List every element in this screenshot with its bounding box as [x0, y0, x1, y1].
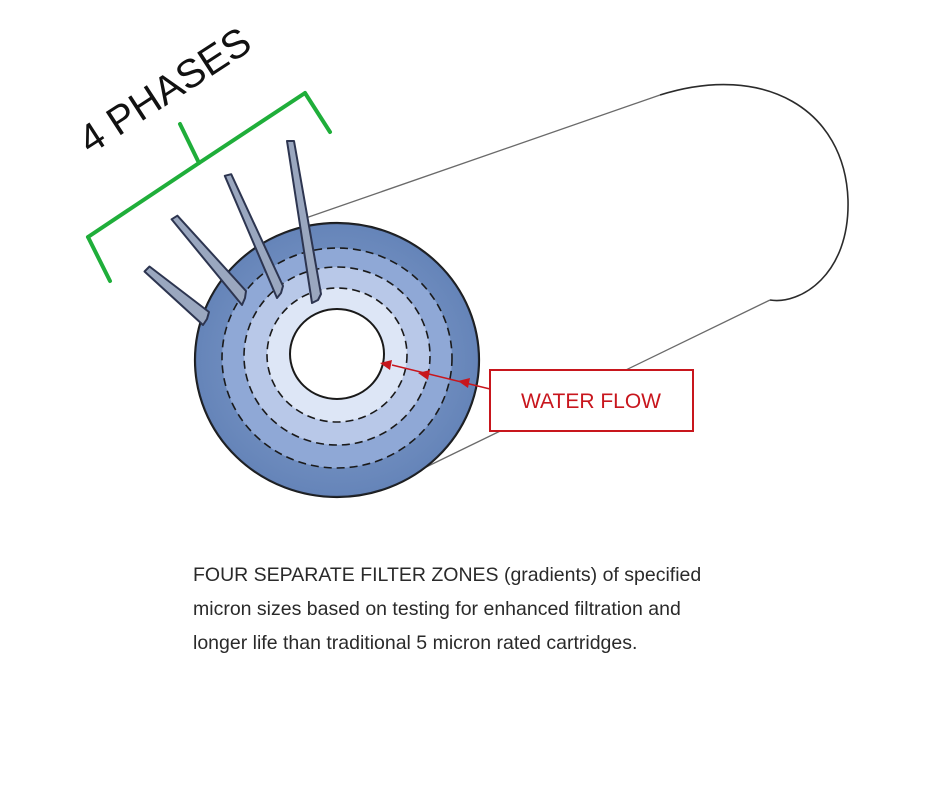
caption-line-2: micron sizes based on testing for enhanc…: [193, 598, 681, 620]
flow-arrow-line: [391, 364, 491, 390]
figure-caption: FOUR SEPARATE FILTER ZONES (gradients) o…: [193, 558, 833, 660]
caption-line-3: longer life than traditional 5 micron ra…: [193, 632, 638, 654]
filter-end-face: [193, 221, 481, 499]
arrow-pointer-icon: [170, 214, 247, 306]
cartridge-end-cap: [659, 83, 849, 302]
arrow-pointer-icon: [286, 140, 322, 304]
arrow-pointer-icon: [223, 173, 284, 299]
red-arrow-icon: [418, 370, 430, 380]
water-flow-box: WATER FLOW: [489, 369, 694, 432]
caption-line-1: FOUR SEPARATE FILTER ZONES (gradients) o…: [193, 564, 702, 586]
arrow-pointer-icon: [143, 265, 210, 326]
water-flow-label: WATER FLOW: [521, 390, 661, 413]
water-flow-box-border: [489, 369, 694, 432]
zone-pointers: [143, 140, 322, 326]
water-flow-arrows: [380, 360, 491, 390]
curly-bracket-icon: [86, 91, 332, 283]
cartridge-top-edge: [299, 94, 661, 221]
red-arrow-icon: [380, 360, 392, 370]
red-arrow-icon: [458, 378, 470, 388]
filter-core: [289, 308, 385, 400]
